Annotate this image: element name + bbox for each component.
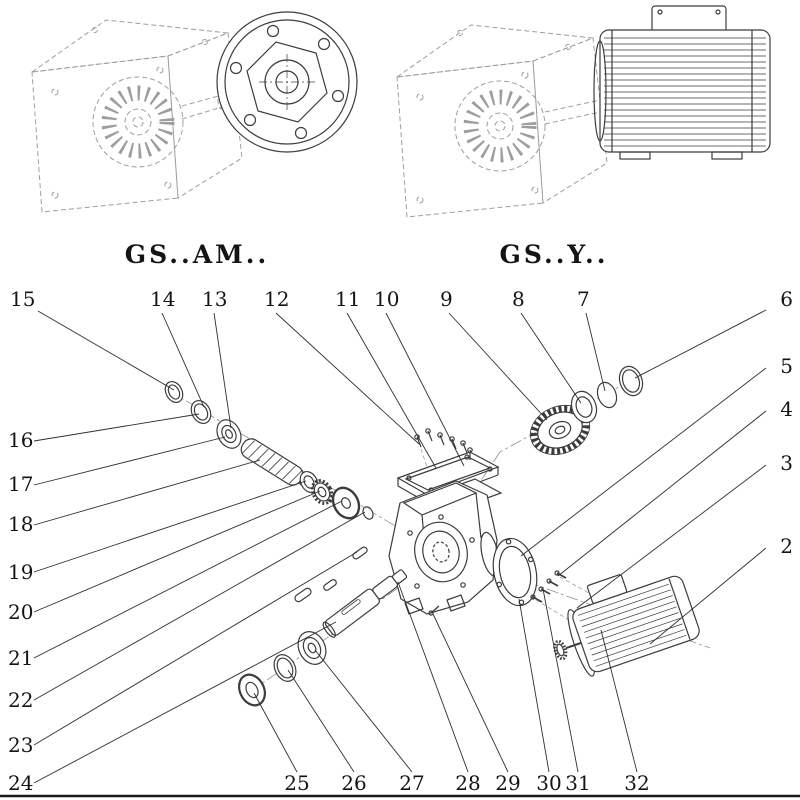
housing-cover-screws [414,428,475,461]
callout-number-20: 20 [8,600,33,624]
callout-number-30: 30 [536,771,561,795]
exploded-view [164,365,711,707]
callout-number-5: 5 [780,354,793,378]
gs-y-gearbox-outline-dashed [396,24,608,218]
callout-number-18: 18 [8,512,33,536]
callout-number-14: 14 [150,287,175,311]
callout-number-29: 29 [495,771,520,795]
leader-line-32 [600,629,638,773]
callout-number-7: 7 [577,287,590,311]
leader-line-8 [520,312,582,404]
leader-line-3 [576,464,767,609]
callout-number-17: 17 [8,472,33,496]
figure-gs-am: GS..AM.. [31,11,358,269]
leader-line-25 [253,692,298,773]
leader-line-17 [33,436,226,486]
leader-line-7 [585,312,606,392]
callout-number-3: 3 [780,451,793,475]
leader-line-26 [287,669,355,773]
gs-am-gearbox-outline-dashed [31,19,243,213]
leader-line-15 [37,310,175,391]
leader-line-11 [346,312,437,469]
callout-number-15: 15 [10,287,35,311]
leader-line-19 [33,480,307,573]
callout-number-9: 9 [440,287,453,311]
callout-number-21: 21 [8,646,33,670]
leader-line-14 [161,312,205,408]
callout-number-4: 4 [780,397,793,421]
gs-y-motor [593,5,771,160]
leader-line-4 [557,410,767,577]
motor-side-rings [570,365,644,424]
callout-number-11: 11 [335,287,360,311]
leader-line-16 [33,413,200,442]
callout-number-2: 2 [780,534,793,558]
callout-number-10: 10 [374,287,399,311]
drive-motor [553,574,700,677]
keys-and-pins [294,546,368,603]
callout-number-31: 31 [565,771,590,795]
figure-gs-y: GS..Y.. [396,5,771,269]
leader-line-2 [649,547,767,645]
leader-line-20 [33,490,321,613]
leader-line-13 [213,312,232,429]
leader-line-5 [520,367,767,557]
leader-line-23 [33,551,358,746]
callout-number-26: 26 [341,771,366,795]
leader-line-31 [542,588,579,773]
leader-line-18 [33,459,261,526]
output-flange-ring [492,537,538,607]
leader-line-22 [33,511,366,701]
callout-number-8: 8 [512,287,525,311]
callout-number-24: 24 [8,771,33,795]
figure-label-gs-am: GS..AM.. [125,240,269,269]
leader-line-21 [33,500,343,659]
leader-line-28 [397,581,469,773]
gear-housing [388,480,500,615]
callout-number-12: 12 [264,287,289,311]
leader-line-12 [275,312,420,445]
callout-number-25: 25 [284,771,309,795]
callout-number-32: 32 [624,771,649,795]
leader-line-9 [448,312,548,421]
motor-mounting-bolts [530,570,567,603]
leader-line-30 [518,598,550,773]
leader-line-24 [33,621,337,784]
worm-shaft-bearing-set [299,470,374,520]
callout-number-19: 19 [8,560,33,584]
leader-line-10 [385,312,465,467]
callout-number-22: 22 [8,688,33,712]
callout-number-27: 27 [399,771,424,795]
figure-label-gs-y: GS..Y.. [500,240,609,269]
gs-am-output-flange [216,11,358,153]
leader-line-29 [432,613,509,773]
callout-number-16: 16 [8,428,33,452]
callout-number-6: 6 [780,287,793,311]
callout-number-13: 13 [202,287,227,311]
output-bearing-set [238,631,327,707]
output-shaft [322,569,408,638]
callout-number-28: 28 [455,771,480,795]
leader-line-6 [634,309,767,379]
callout-number-23: 23 [8,733,33,757]
leader-line-27 [314,649,413,773]
input-seal-rings [164,380,242,449]
